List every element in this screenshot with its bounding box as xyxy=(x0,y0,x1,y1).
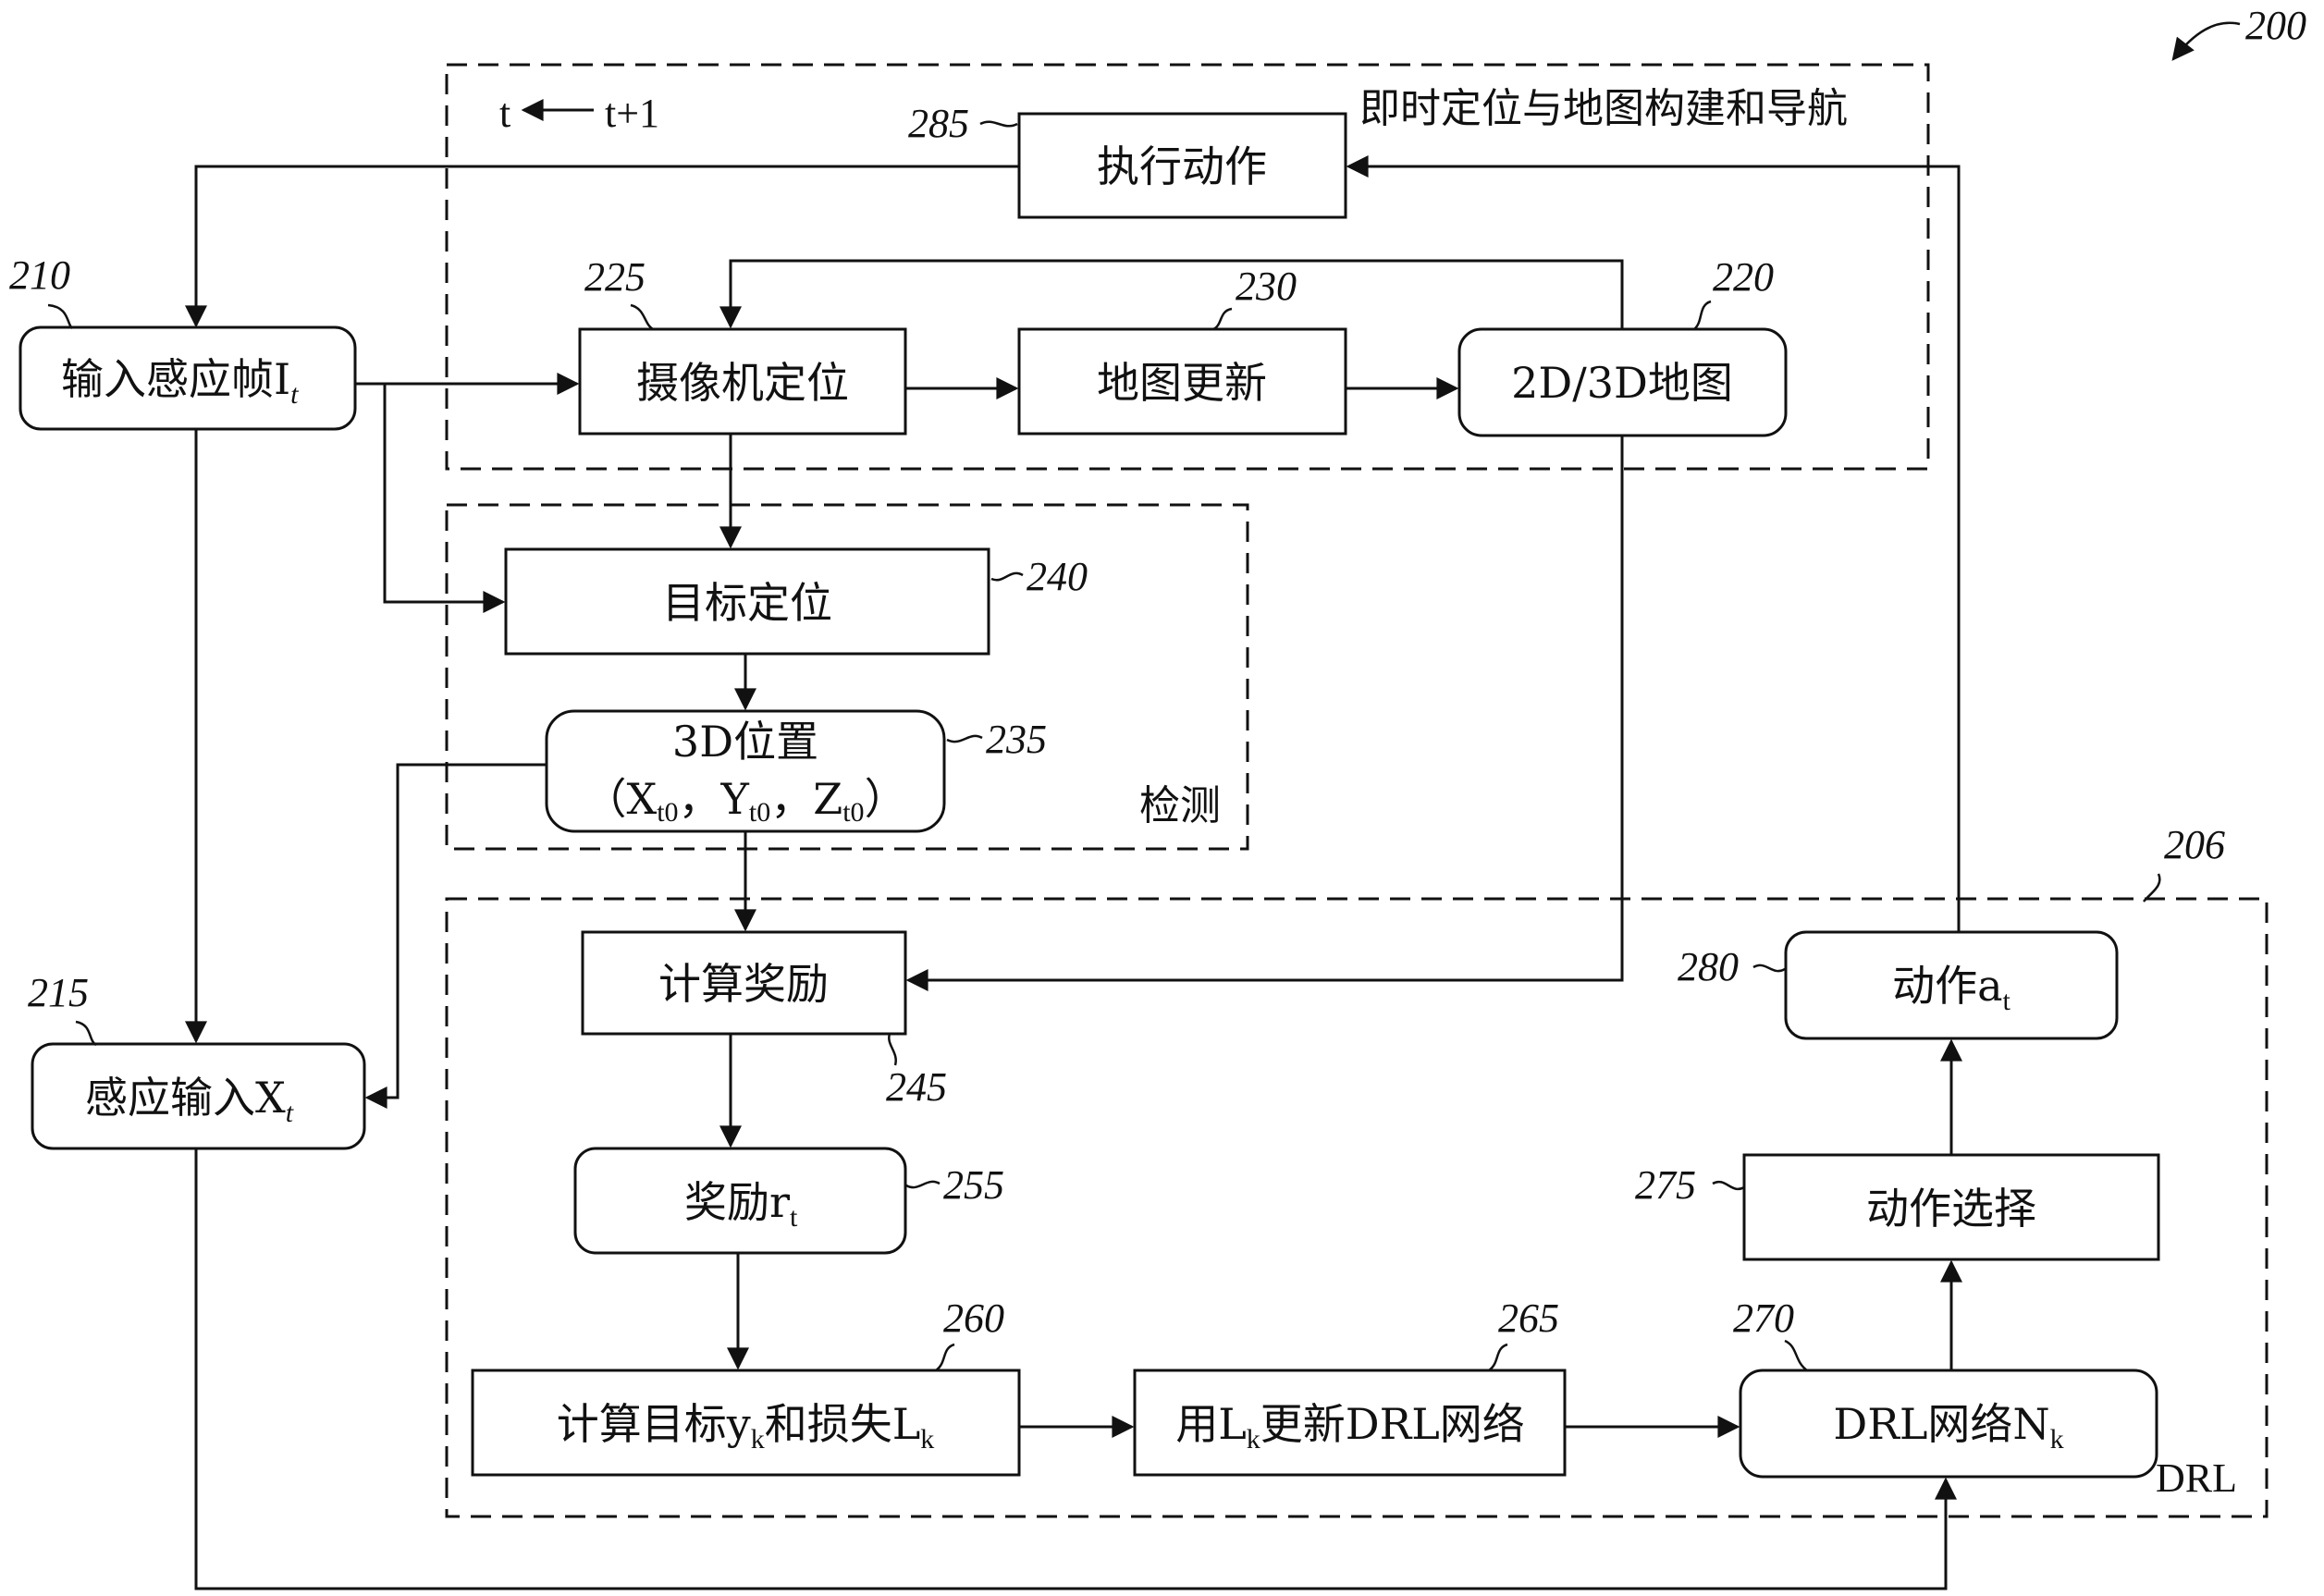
map-update-node: 地图更新 230 xyxy=(1017,264,1347,436)
calc-target-ref-leader xyxy=(935,1343,955,1372)
calc-target-label: 计算目标yk和损失Lk xyxy=(557,1399,935,1455)
reward-ref: 255 xyxy=(943,1162,1004,1208)
figure-ref-number: 200 xyxy=(2245,3,2306,48)
edge-action-to-execute xyxy=(1346,155,1961,932)
update-drl-box xyxy=(1133,1369,1567,1477)
action-select-label: 动作选择 xyxy=(1866,1184,2036,1234)
edge-map-to-camera xyxy=(719,259,1624,329)
action-select-ref: 275 xyxy=(1635,1162,1696,1208)
action-select-node: 动作选择 275 xyxy=(1635,1153,2160,1261)
drl-net-label: DRL网络Nk xyxy=(1833,1399,2063,1455)
map-update-box xyxy=(1017,327,1347,436)
figure-ref-arrow xyxy=(2171,21,2241,61)
drl-net-node: DRL网络Nk 270 xyxy=(1733,1295,2158,1479)
input-frame-ref: 210 xyxy=(9,252,70,298)
camera-loc-box xyxy=(578,327,907,436)
action-select-ref-leader xyxy=(1712,1180,1745,1191)
pos-3d-coords: （Xt0，Yt0，Zt0） xyxy=(584,774,906,828)
sensor-input-box xyxy=(31,1042,366,1150)
calc-reward-label: 计算奖励 xyxy=(658,959,829,1009)
action-node: 动作at 280 xyxy=(1678,930,2119,1040)
reward-ref-leader xyxy=(905,1180,941,1189)
execute-action-label: 执行动作 xyxy=(1097,141,1267,191)
execute-action-node: 执行动作 285 xyxy=(908,101,1347,219)
slam-region-label: 即时定位与地图构建和导航 xyxy=(1359,85,1848,132)
connectors xyxy=(185,155,1962,1590)
input-frame-node: 输入感应帧It 210 xyxy=(9,252,357,431)
camera-loc-label: 摄像机定位 xyxy=(636,358,849,408)
slam-region xyxy=(445,63,1930,471)
sensor-input-ref-leader xyxy=(75,1020,97,1047)
map-2d3d-ref-leader xyxy=(1693,300,1712,330)
target-loc-node: 目标定位 240 xyxy=(504,547,1088,656)
input-frame-ref-leader xyxy=(47,303,73,329)
drl-region-label: DRL xyxy=(2156,1455,2237,1501)
target-loc-ref-leader xyxy=(990,571,1024,582)
calc-target-node: 计算目标yk和损失Lk 260 xyxy=(471,1295,1021,1477)
time-note: t t+1 xyxy=(499,91,659,136)
map-update-ref-leader xyxy=(1212,307,1233,331)
drl-net-box xyxy=(1739,1369,2158,1479)
edge-pos-to-sensor xyxy=(364,763,547,1109)
drl-net-ref-leader xyxy=(1784,1339,1808,1372)
drl-region xyxy=(445,897,2269,1518)
update-drl-ref: 265 xyxy=(1498,1295,1559,1341)
action-label: 动作at xyxy=(1892,961,2010,1016)
map-2d3d-node: 2D/3D地图 220 xyxy=(1457,254,1788,437)
reward-node: 奖励rt 255 xyxy=(573,1147,1004,1255)
action-box xyxy=(1784,930,2119,1040)
update-drl-node: 用Lk更新DRL网络 265 xyxy=(1133,1295,1567,1477)
map-2d3d-ref: 220 xyxy=(1713,254,1774,300)
pos-3d-ref-leader xyxy=(946,734,983,743)
sensor-input-node: 感应输入Xt 215 xyxy=(28,970,366,1150)
drl-net-ref: 270 xyxy=(1733,1295,1794,1341)
detection-region xyxy=(445,503,1249,851)
map-2d3d-label: 2D/3D地图 xyxy=(1511,358,1733,408)
execute-action-ref-leader xyxy=(979,120,1018,128)
camera-loc-ref: 225 xyxy=(584,254,646,300)
execute-action-box xyxy=(1017,112,1347,219)
camera-loc-ref-leader xyxy=(630,303,654,331)
calc-reward-ref: 245 xyxy=(886,1064,947,1110)
edge-input-to-target xyxy=(383,384,506,613)
sensor-input-label: 感应输入Xt xyxy=(85,1073,294,1128)
update-drl-label: 用Lk更新DRL网络 xyxy=(1175,1399,1525,1455)
action-ref: 280 xyxy=(1678,944,1739,989)
calc-reward-box xyxy=(581,930,907,1036)
execute-action-ref: 285 xyxy=(908,101,969,146)
calc-reward-node: 计算奖励 245 xyxy=(581,930,947,1110)
edge-sensor-to-drlnet xyxy=(194,1148,1957,1590)
target-loc-label: 目标定位 xyxy=(662,578,832,628)
figure-reference: 200 xyxy=(2171,3,2306,61)
pos-3d-node: 3D位置 （Xt0，Yt0，Zt0） 235 xyxy=(545,709,1047,833)
target-loc-ref: 240 xyxy=(1027,554,1088,599)
camera-loc-node: 摄像机定位 225 xyxy=(578,254,907,436)
input-frame-label: 输入感应帧It xyxy=(61,354,299,410)
time-note-t-plus-1: t+1 xyxy=(605,91,659,136)
drl-region-ref-leader xyxy=(2143,873,2161,902)
detection-region-label: 检测 xyxy=(1139,782,1221,829)
drl-region-ref: 206 xyxy=(2164,822,2225,867)
target-loc-box xyxy=(504,547,990,656)
edge-execute-to-input xyxy=(185,165,1019,328)
time-note-t: t xyxy=(499,91,510,136)
pos-3d-label: 3D位置 xyxy=(672,717,818,767)
calc-target-box xyxy=(471,1369,1021,1477)
edge-map-to-reward xyxy=(905,436,1624,991)
reward-box xyxy=(573,1147,907,1255)
action-ref-leader xyxy=(1752,964,1786,973)
reward-label: 奖励rt xyxy=(684,1177,798,1233)
action-select-box xyxy=(1742,1153,2160,1261)
map-update-ref: 230 xyxy=(1236,264,1297,309)
calc-target-ref: 260 xyxy=(943,1295,1004,1341)
map-update-label: 地图更新 xyxy=(1097,358,1267,408)
update-drl-ref-leader xyxy=(1488,1343,1508,1372)
pos-3d-ref: 235 xyxy=(986,717,1047,762)
sensor-input-ref: 215 xyxy=(28,970,89,1015)
calc-reward-ref-leader xyxy=(888,1033,897,1066)
